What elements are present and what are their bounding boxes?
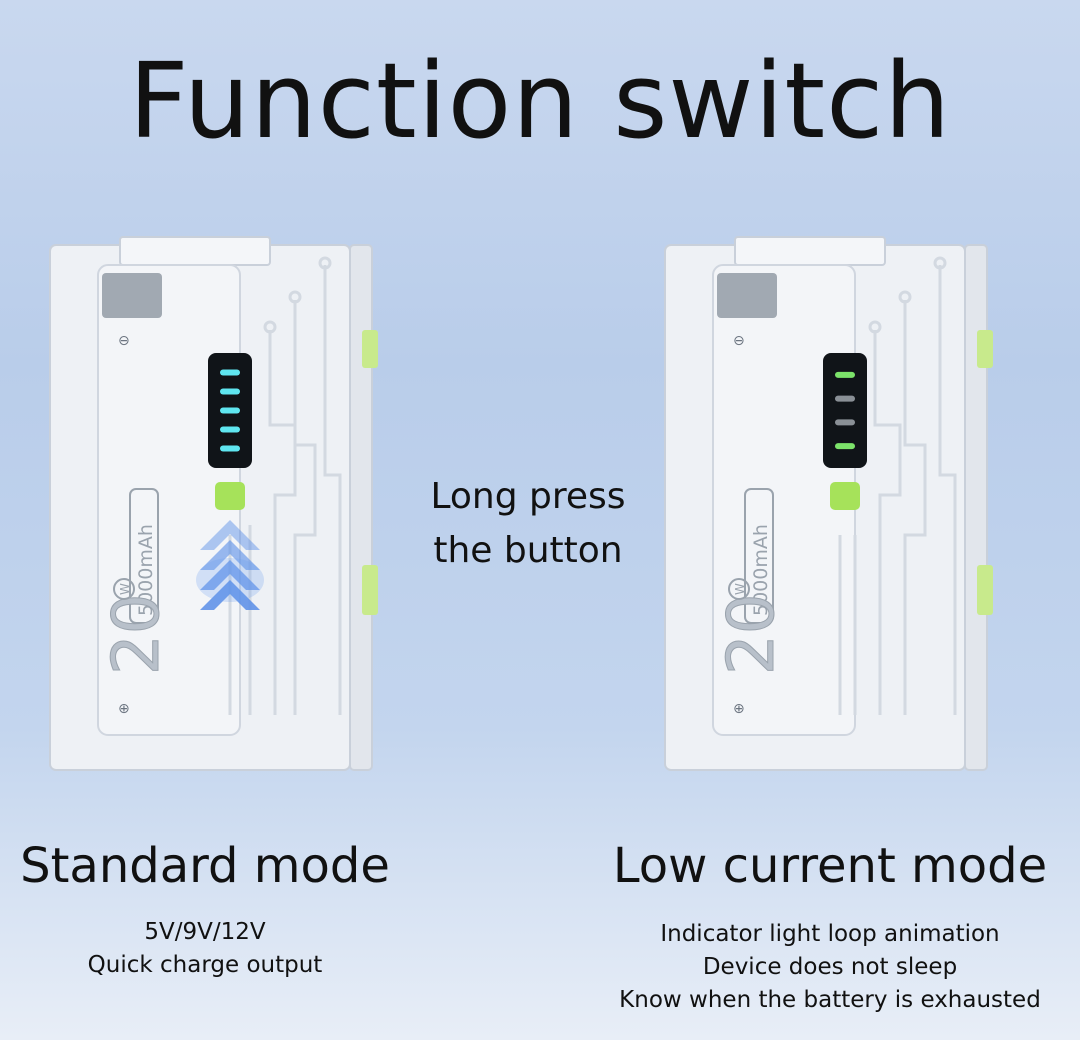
led-indicator <box>835 395 855 402</box>
plus-sign: ⊕ <box>733 701 745 717</box>
led-indicator <box>220 445 240 452</box>
minus-sign: ⊖ <box>118 333 130 349</box>
power-unit: W <box>733 583 747 595</box>
led-indicator <box>220 369 240 376</box>
minus-sign: ⊖ <box>733 333 745 349</box>
power-unit: W <box>118 583 132 595</box>
function-button[interactable] <box>215 482 245 510</box>
instruction-line: Long press <box>430 476 626 517</box>
press-arrows-icon <box>200 520 260 610</box>
standard-mode-desc: 5V/9V/12V Quick charge output <box>87 919 323 978</box>
standard-mode-title: Standard mode <box>20 838 390 894</box>
led-indicator <box>835 419 855 426</box>
power-bank-illustration: ⊖ ⊕ 5000mAh 20 W <box>664 236 993 771</box>
led-panel <box>823 353 867 468</box>
led-indicator <box>835 443 855 450</box>
low-current-mode-title: Low current mode <box>612 838 1048 894</box>
led-indicator <box>220 426 240 433</box>
instruction-text: Long press the button <box>390 470 666 578</box>
power-bank-low-current: ⊖ ⊕ 5000mAh 20 W <box>655 235 1000 775</box>
power-bank-standard: ⊖ ⊕ 5000mAh 20 W <box>40 235 385 775</box>
led-indicator <box>220 388 240 395</box>
power-value: 20 <box>100 594 174 675</box>
capacity-label: 5000mAh <box>750 524 772 616</box>
low-current-mode-desc: Indicator light loop animation Device do… <box>619 921 1041 1013</box>
power-bank-illustration: ⊖ ⊕ 5000mAh 20 W <box>49 236 378 771</box>
plus-sign: ⊕ <box>118 701 130 717</box>
power-value: 20 <box>715 594 789 675</box>
led-indicator <box>835 371 855 378</box>
function-button[interactable] <box>830 482 860 510</box>
page-title: Function switch <box>128 40 952 162</box>
instruction-line: the button <box>433 530 623 571</box>
capacity-label: 5000mAh <box>135 524 157 616</box>
led-indicator <box>220 407 240 414</box>
